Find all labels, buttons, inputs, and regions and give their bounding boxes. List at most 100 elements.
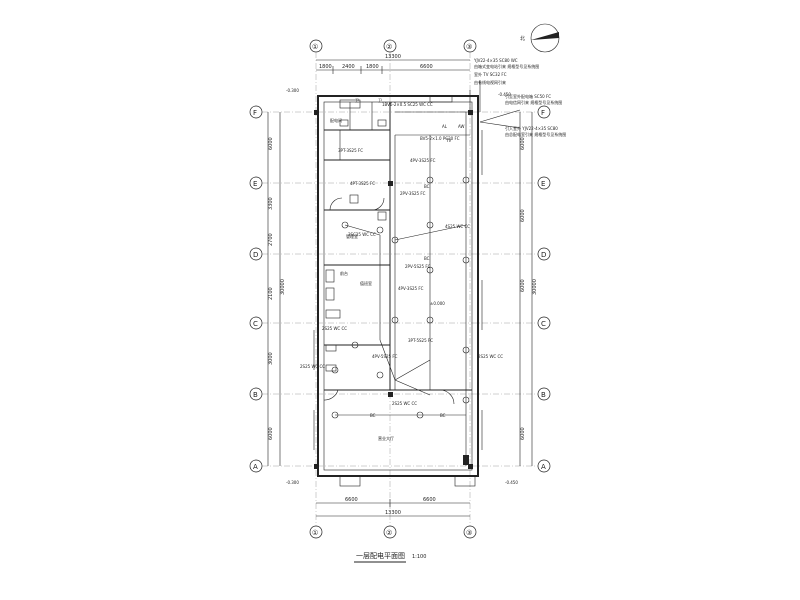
room-label-2: 卫 bbox=[378, 98, 382, 103]
room-label-4: 前台 bbox=[340, 270, 348, 276]
circuit-label-4: 4PT-3S25 FC bbox=[350, 181, 375, 186]
note-4: 由有线电视网引来 bbox=[474, 79, 506, 85]
north-arrow: 北 bbox=[520, 23, 560, 53]
level-left-top: -0.300 bbox=[286, 88, 299, 93]
building-walls bbox=[313, 95, 483, 487]
circuit-label-6: 4S25 WC CC bbox=[445, 224, 470, 229]
drawing-title-block: 一层配电平面图 1:100 bbox=[354, 551, 426, 563]
circuit-label-9: 4PV-3S25 FC bbox=[398, 286, 424, 291]
circuit-label-7: 3SC25 WC CC bbox=[348, 232, 376, 237]
level-center: ±0.000 bbox=[430, 301, 445, 306]
circuit-label-14: 2S25 WC CC bbox=[300, 364, 325, 369]
wiring bbox=[335, 80, 521, 466]
circuit-label-15: 2S25 WC CC bbox=[392, 401, 417, 406]
circuit-label-2: 3PT-3S25 FC bbox=[338, 148, 363, 153]
dim-right-total: 30000 bbox=[532, 279, 538, 295]
grid-bottom-1: ① bbox=[312, 529, 318, 537]
note-7: 引入室外 YJV22-4×35 SC80 bbox=[505, 125, 558, 131]
circuit-label-12: 3PT-5S25 FC bbox=[408, 338, 433, 343]
panel-label-2: AW bbox=[458, 124, 465, 129]
note-2: 由箱式变电站引来 规格型号见系统图 bbox=[474, 63, 539, 69]
dim-right-4: 6000 bbox=[520, 427, 526, 440]
level-right-mid: -0.450 bbox=[498, 92, 511, 97]
note-6: 由电信网引来 规格型号见系统图 bbox=[505, 99, 562, 105]
dim-top-1: 1800 bbox=[319, 64, 332, 70]
panel-label-6: BC bbox=[370, 413, 376, 418]
row-right-D: D bbox=[541, 251, 546, 259]
circuit-label-5: 2PV-3S25 FC bbox=[400, 191, 426, 196]
circuit-label-16: BV5-2×1.0 PC20 FC bbox=[420, 136, 460, 141]
dim-right-1: 6000 bbox=[520, 137, 526, 150]
panel-label-4: BC bbox=[424, 184, 430, 189]
dims-left: 6000 3300 2700 2100 3000 6000 30000 bbox=[267, 112, 286, 466]
panel-label-7: BC bbox=[440, 413, 446, 418]
row-right-E: E bbox=[541, 180, 545, 188]
dim-bottom-total: 13300 bbox=[385, 510, 401, 516]
panel-label-1: AL bbox=[442, 124, 448, 129]
note-1: YJV22-4×35 SC80 WC bbox=[473, 58, 518, 63]
note-5: 引至室外配电箱 SC50 FC bbox=[505, 93, 551, 99]
service-notes: YJV22-4×35 SC80 WC 由箱式变电站引来 规格型号见系统图 室外 … bbox=[473, 58, 566, 137]
drawing-scale: 1:100 bbox=[412, 554, 426, 560]
dim-top-3: 1800 bbox=[366, 64, 379, 70]
panel-label-3: TV bbox=[445, 138, 451, 143]
dim-left-6: 6000 bbox=[268, 427, 274, 440]
row-right-C: C bbox=[541, 320, 546, 328]
circuit-labels: 1BV6-2×0.5 SC25 WC CC 3PT-3S25 FC 4PV-3S… bbox=[300, 102, 503, 406]
row-left-E: E bbox=[253, 180, 257, 188]
dim-top-total: 13300 bbox=[385, 54, 401, 60]
room-label-5: 值班室 bbox=[360, 280, 372, 286]
circuit-label-13: 4PV-5S25 FC bbox=[372, 354, 398, 359]
room-label-3: 管理室 bbox=[346, 233, 358, 239]
row-left-B: B bbox=[253, 391, 258, 399]
dim-right-2: 6000 bbox=[520, 209, 526, 222]
levels: -0.300 -0.300 -0.450 -0.450 ±0.000 bbox=[286, 88, 518, 485]
grid-bottom-2: ② bbox=[386, 529, 392, 537]
row-left-F: F bbox=[253, 109, 257, 117]
dim-left-4: 2100 bbox=[268, 287, 274, 300]
level-right-bottom: -0.450 bbox=[505, 480, 518, 485]
north-label: 北 bbox=[520, 35, 525, 42]
row-left-D: D bbox=[253, 251, 258, 259]
row-right-A: A bbox=[541, 463, 546, 471]
room-label-7: 配电间 bbox=[330, 117, 342, 123]
dims-top: 13300 1800 2400 1800 6600 bbox=[316, 54, 470, 74]
dim-left-3: 2700 bbox=[268, 233, 274, 246]
dim-bottom-2: 6600 bbox=[423, 497, 436, 503]
row-right-F: F bbox=[541, 109, 545, 117]
grid-top-1: ① bbox=[312, 43, 318, 51]
dim-bottom-1: 6600 bbox=[345, 497, 358, 503]
fixtures bbox=[325, 95, 453, 372]
light-fixtures bbox=[331, 176, 470, 465]
circuit-label-11: 2S25 WC CC bbox=[478, 354, 503, 359]
panel-label-5: BC bbox=[424, 256, 430, 261]
panel-labels: AL AW TV BC BC BC BC bbox=[370, 124, 465, 418]
circuit-label-10: 2S25 WC CC bbox=[322, 326, 347, 331]
note-3: 室外 TV SC32 FC bbox=[474, 71, 507, 77]
note-8: 由总配电室引来 规格型号见系统图 bbox=[505, 131, 566, 137]
dim-left-2: 3300 bbox=[268, 197, 274, 210]
row-left-C: C bbox=[253, 320, 258, 328]
room-labels: 卫 卫 管理室 前台 值班室 营业大厅 配电间 bbox=[330, 98, 394, 441]
dims-right: 6000 6000 6000 6000 30000 bbox=[519, 112, 538, 466]
grid-bottom: ① ② ③ bbox=[309, 525, 477, 539]
circuit-label-1: 1BV6-2×0.5 SC25 WC CC bbox=[382, 102, 433, 107]
grid-top-2: ② bbox=[386, 43, 392, 51]
row-right-B: B bbox=[541, 391, 546, 399]
grid-top-3: ③ bbox=[466, 43, 472, 51]
dim-right-3: 6000 bbox=[520, 279, 526, 292]
dim-top-4: 6600 bbox=[420, 64, 433, 70]
drawing-title: 一层配电平面图 bbox=[356, 551, 405, 560]
dim-left-1: 6000 bbox=[268, 137, 274, 150]
dim-left-total: 30000 bbox=[280, 279, 286, 295]
level-left-bottom: -0.300 bbox=[286, 480, 299, 485]
dims-bottom: 6600 6600 13300 bbox=[316, 497, 470, 517]
room-label-6: 营业大厅 bbox=[378, 435, 394, 441]
dim-left-5: 3000 bbox=[268, 352, 274, 365]
grid-bottom-3: ③ bbox=[466, 529, 472, 537]
dim-top-2: 2400 bbox=[342, 64, 355, 70]
row-left-A: A bbox=[253, 463, 258, 471]
circuit-label-3: 4PV-3S25 FC bbox=[410, 158, 436, 163]
room-label-1: 卫 bbox=[355, 98, 359, 103]
